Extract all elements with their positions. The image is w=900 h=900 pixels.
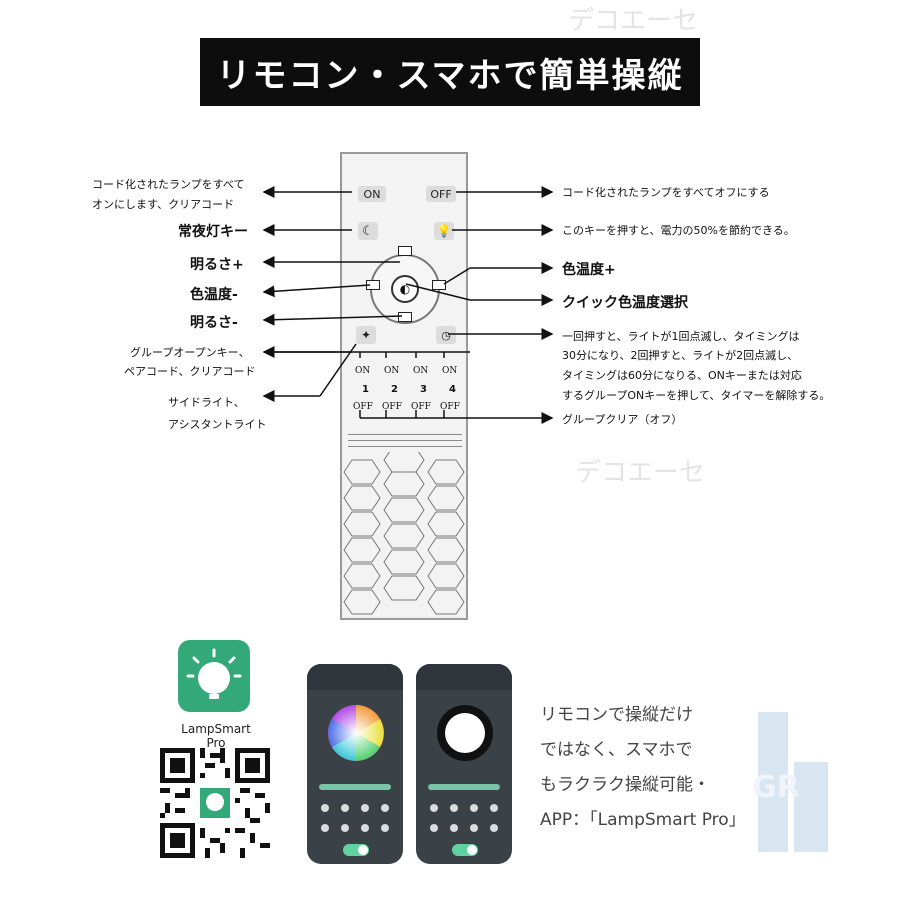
label-timer-3: タイミングは60分になりる、ONキーまたは対応 [562,369,802,382]
group-1-label: 1 [362,384,369,395]
label-timer-4: するグループONキーを押して、タイマーを解除する。 [562,389,831,402]
mode-icon[interactable] [341,804,349,812]
group-2-off-button[interactable]: OFF [382,402,402,412]
mode-icon[interactable] [321,804,329,812]
night-light-button[interactable]: ☾ [358,222,378,240]
brightness-up-button[interactable] [398,246,412,256]
app-desc-line-4: APP：「LampSmart Pro」 [540,810,746,830]
color-temp-up-button[interactable] [432,280,446,290]
mode-icon[interactable] [490,804,498,812]
brightness-slider[interactable] [428,784,500,790]
group-2-label: 2 [391,384,398,395]
phone-header [416,664,512,690]
qr-code [160,748,270,858]
lightbulb-icon [186,648,242,699]
label-night-light: 常夜灯キー [178,224,248,240]
phone-screen-white [416,664,512,864]
label-timer-1: 一回押すと、ライトが1回点滅し、タイミングは [562,330,800,343]
bulb-group-icon: ✦ [360,328,372,342]
group-1-off-button[interactable]: OFF [353,402,373,412]
mode-icon[interactable] [381,824,389,832]
label-side-light-2: アシスタントライト [168,418,267,431]
label-brightness-up: 明るさ+ [190,257,244,273]
mode-icon[interactable] [361,804,369,812]
watermark-mid: デコエーセ [575,458,706,488]
mode-icon[interactable] [430,804,438,812]
mode-icon[interactable] [361,824,369,832]
power-toggle[interactable] [452,844,478,856]
group-1-on-button[interactable]: ON [355,366,371,376]
color-temp-down-button[interactable] [366,280,380,290]
phone-header [307,664,403,690]
moon-icon: ☾ [362,223,374,239]
mode-icon[interactable] [381,804,389,812]
off-button[interactable]: OFF [426,186,456,202]
divider [348,446,462,447]
app-name: LampSmart Pro [181,722,251,750]
white-dial[interactable] [436,704,494,762]
app-icon[interactable] [178,640,250,712]
group-3-on-button[interactable]: ON [413,366,429,376]
label-power-saving: このキーを押すと、電力の50%を節約できる。 [562,224,795,237]
color-temp-icon: ◐ [399,282,411,296]
label-quick-color-temp: クイック色温度選択 [562,295,688,311]
mode-icon[interactable] [450,824,458,832]
watermark-top: デコエーセ [568,6,699,36]
remote-control: ON OFF ☾ 💡 ◐ ✦ ◷ ON ON ON ON 1 2 3 4 OFF… [340,152,468,620]
quick-color-temp-button[interactable]: ◐ [391,275,419,303]
group-4-label: 4 [449,384,456,395]
divider [348,434,462,435]
mode-icon[interactable] [321,824,329,832]
mode-icon[interactable] [341,824,349,832]
label-code-on-1: コード化されたランプをすべて [92,178,245,191]
bulb-icon: 💡 [436,224,452,238]
group-4-on-button[interactable]: ON [442,366,458,376]
label-group-clear: グループクリア（オフ） [562,413,683,426]
label-color-temp-down: 色温度- [190,287,238,303]
mode-icon[interactable] [490,824,498,832]
mode-icon[interactable] [450,804,458,812]
label-brightness-down: 明るさ- [190,315,238,331]
app-desc-line-2: ではなく、スマホで [540,740,693,760]
color-wheel[interactable] [327,704,385,762]
app-desc-line-3: もラクラク操縦可能・ [540,775,710,795]
timer-icon: ◷ [441,328,451,342]
label-side-light-1: サイドライト、 [168,396,245,409]
group-open-button[interactable]: ✦ [356,326,376,344]
on-button[interactable]: ON [358,186,386,202]
page-title: リモコン・スマホで簡単操縦 [200,38,700,106]
mode-icon[interactable] [470,804,478,812]
hex-pattern [343,452,465,615]
label-code-off: コード化されたランプをすべてオフにする [562,186,770,199]
brightness-slider[interactable] [319,784,391,790]
phone-screen-color [307,664,403,864]
label-color-temp-up: 色温度+ [562,262,616,278]
group-3-label: 3 [420,384,427,395]
mode-icon[interactable] [470,824,478,832]
label-timer-2: 30分になり、2回押すと、ライトが2回点滅し、 [562,349,799,362]
label-group-open-1: グループオープンキー、 [130,346,250,359]
group-4-off-button[interactable]: OFF [440,402,460,412]
group-3-off-button[interactable]: OFF [411,402,431,412]
power-save-button[interactable]: 💡 [434,222,454,240]
power-toggle[interactable] [343,844,369,856]
brand-badge: GR [752,712,834,852]
label-group-open-2: ペアコード、クリアコード [124,365,256,378]
app-desc-line-1: リモコンで操縦だけ [540,705,693,725]
label-code-on-2: オンにします、クリアコード [92,198,235,211]
timer-button[interactable]: ◷ [436,326,456,344]
brightness-down-button[interactable] [398,312,412,322]
mode-icon[interactable] [430,824,438,832]
group-2-on-button[interactable]: ON [384,366,400,376]
brand-badge-text: GR [752,770,800,805]
divider [348,440,462,441]
